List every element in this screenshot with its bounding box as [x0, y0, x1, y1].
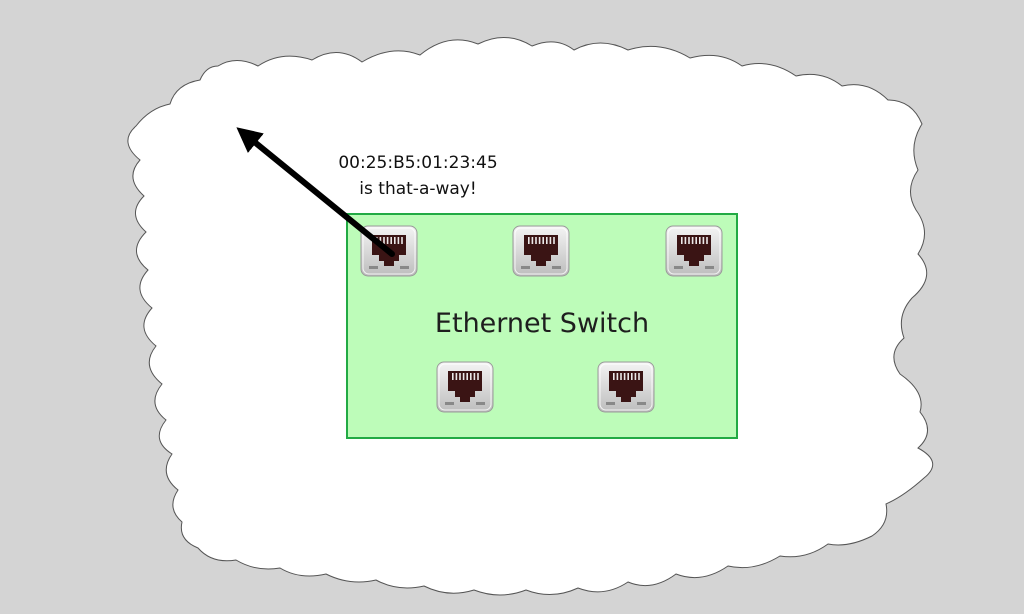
switch-label: Ethernet Switch [434, 308, 650, 339]
direction-text: is that-a-way! [359, 179, 477, 199]
mac-address-text: 00:25:B5:01:23:45 [338, 153, 498, 173]
arrow-icon [236, 127, 395, 257]
rj45-port-icon [436, 361, 494, 413]
rj45-port-icon [597, 361, 655, 413]
rj45-port-icon [665, 225, 723, 277]
mac-annotation: 00:25:B5:01:23:45 is that-a-way! [318, 150, 518, 202]
rj45-port-icon [512, 225, 570, 277]
